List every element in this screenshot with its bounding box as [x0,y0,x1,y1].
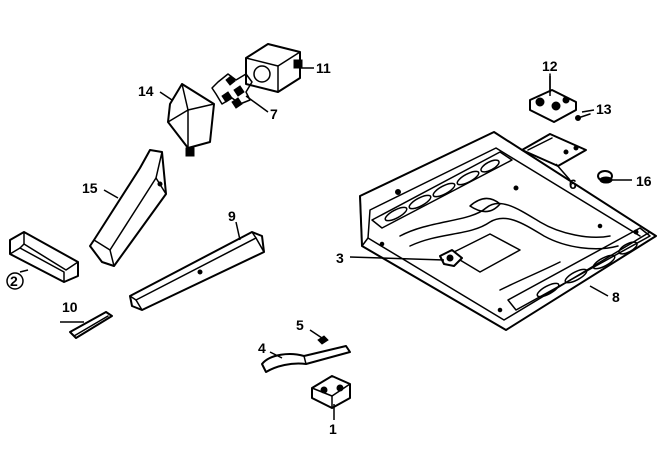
callout-1: 1 [329,421,337,437]
part-8-bottom-pan [359,131,657,331]
part-15-channel [89,149,167,267]
part-6-plate [521,133,587,167]
callout-3: 3 [336,250,344,266]
part-1-latch [311,375,351,409]
callout-14: 14 [138,83,154,99]
callout-2-circle [6,272,24,290]
callout-16: 16 [636,173,652,189]
callout-10: 10 [62,299,78,315]
callout-8: 8 [612,289,620,305]
leader-lines [19,67,632,420]
part-16-grommet [597,170,613,184]
callout-13: 13 [596,101,612,117]
callout-11: 11 [316,60,331,76]
part-2-end-bracket [9,231,79,283]
callout-6: 6 [569,176,577,192]
part-9-rail [129,231,265,311]
part-14-deflector [167,83,215,157]
callout-2: 2 [10,273,18,289]
part-3-clip [439,249,463,267]
callout-labels: 11 7 14 15 2 9 10 3 12 13 6 16 8 4 5 1 [6,58,652,437]
part-11-switch-box [245,43,303,93]
callout-12: 12 [542,58,558,74]
callout-15: 15 [82,180,98,196]
callout-5: 5 [296,317,304,333]
callout-9: 9 [228,208,236,224]
callout-4: 4 [258,340,266,356]
part-4-lever [261,345,351,373]
part-12-relay [529,73,577,123]
part-7-wire-connectors [211,73,253,109]
callout-7: 7 [270,106,278,122]
part-13-screw [575,113,591,121]
part-10-bar [69,311,113,339]
